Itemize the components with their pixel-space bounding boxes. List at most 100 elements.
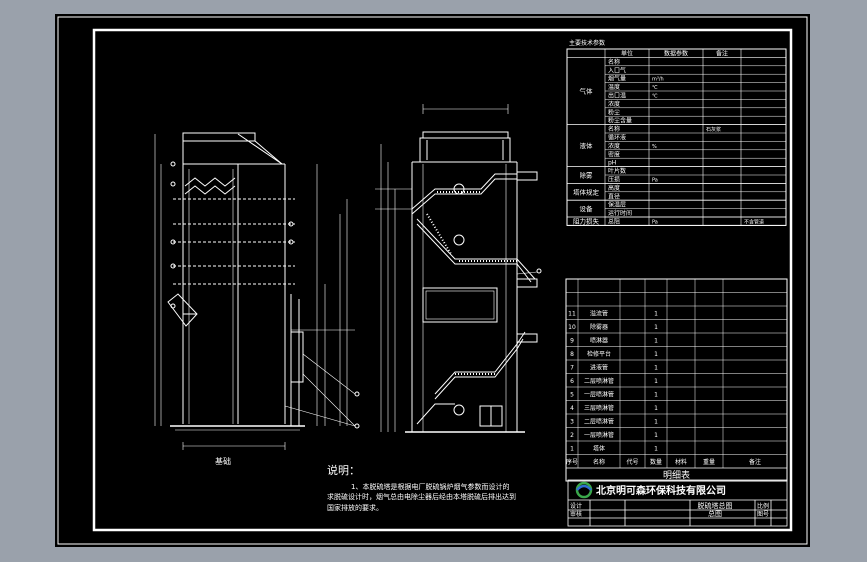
notes-line-2: 求脱硫设计时，烟气总由电除尘器后经由本塔脱硫后排出达到 [327, 492, 516, 501]
drawing-sheet: 基础 [55, 14, 810, 547]
parts-header-cell: 重量 [703, 458, 715, 466]
parts-cell-no: 8 [570, 351, 574, 358]
notes-line-3: 国家排放的要求。 [327, 503, 383, 512]
tb-dwg-no: 图号 [757, 511, 769, 518]
company-logo [575, 481, 593, 499]
tech-header-cell: 备注 [716, 50, 728, 58]
tech-param-name: 温度 [608, 83, 620, 91]
parts-cell-name: 二层喷淋管 [584, 418, 614, 426]
tech-param-unit: % [652, 144, 657, 150]
parts-cell-name: 塔体 [593, 445, 605, 453]
tech-param-name: 名称 [608, 125, 620, 133]
parts-cell-no: 9 [570, 338, 574, 345]
parts-cell-name: 二层喷淋管 [584, 377, 614, 385]
parts-cell-name: 喷淋器 [590, 337, 608, 345]
tech-param-name: 压损 [608, 176, 620, 184]
tech-header-cell: 单位 [621, 50, 633, 58]
parts-cell-qty: 1 [654, 351, 658, 358]
tech-group-label: 阻力损失 [573, 217, 600, 226]
tb-design: 设计 [570, 502, 582, 510]
tech-param-unit: ℃ [652, 94, 658, 100]
parts-cell-name: 除雾器 [590, 323, 608, 331]
tech-param-value: 石灰浆 [706, 126, 721, 133]
tech-group-label: 设备 [580, 204, 594, 213]
tech-param-name: 叶片数 [608, 167, 626, 175]
tech-param-name: 出口温 [608, 92, 626, 100]
tb-scale: 比例 [757, 502, 769, 510]
tech-header-cell: 数据参数 [664, 50, 688, 58]
tech-group-label: 除雾 [580, 171, 594, 180]
parts-cell-qty: 1 [654, 378, 658, 385]
tech-title: 主要技术参数 [569, 39, 605, 47]
tech-param-unit: Pa [652, 220, 658, 226]
company-name: 北京明可森环保科技有限公司 [596, 484, 726, 497]
tech-param-name: 入口气 [608, 66, 626, 74]
inner-border [92, 28, 793, 532]
parts-header-cell: 名称 [593, 458, 605, 466]
parts-cell-qty: 1 [654, 311, 658, 318]
parts-cell-no: 6 [570, 378, 574, 385]
parts-cell-name: 一层喷淋管 [584, 431, 614, 439]
tech-group-label: 液体 [580, 141, 594, 150]
parts-cell-no: 2 [570, 432, 574, 439]
left-elevation-view [154, 132, 360, 450]
parts-footer: 明细表 [663, 469, 690, 481]
parts-cell-name: 三层喷淋管 [584, 404, 614, 412]
parts-cell-qty: 1 [654, 338, 658, 345]
parts-cell-no: 7 [570, 365, 574, 372]
parts-cell-no: 5 [570, 392, 574, 399]
tech-param-name: 总阻 [608, 218, 620, 226]
parts-cell-no: 3 [570, 419, 574, 426]
parts-cell-qty: 1 [654, 405, 658, 412]
parts-cell-name: 溢流管 [590, 310, 608, 318]
title-block [567, 479, 788, 527]
project-name: 脱硫塔总图 [698, 501, 733, 510]
parts-header-cell: 序号 [566, 458, 578, 466]
tech-param-unit: ℃ [652, 85, 658, 91]
parts-cell-qty: 1 [654, 446, 658, 453]
tech-group-label: 气体 [580, 87, 594, 96]
tech-param-name: 高度 [608, 184, 620, 192]
parts-cell-qty: 1 [654, 432, 658, 439]
tb-review: 审核 [570, 510, 582, 518]
parts-cell-no: 10 [568, 324, 576, 331]
parts-cell-no: 4 [570, 405, 574, 412]
tech-param-name: pH [608, 160, 616, 167]
tech-param-name: 名称 [608, 58, 620, 66]
tech-param-name: 浓度 [608, 142, 620, 150]
parts-cell-name: 一层喷淋管 [584, 391, 614, 399]
base-label: 基础 [215, 456, 231, 466]
tech-param-name: 粉尘含量 [608, 117, 632, 125]
tech-param-name: 运行时间 [608, 209, 632, 217]
tech-param-name: 粉尘 [608, 108, 620, 116]
drawing-svg: 基础 [57, 16, 808, 545]
tech-param-name: 保温层 [608, 201, 626, 209]
tech-param-name: 直径 [608, 192, 620, 200]
tech-param-name: 密度 [608, 150, 620, 158]
drawing-name: 总图 [708, 509, 722, 518]
parts-header-cell: 数量 [650, 458, 662, 466]
parts-cell-qty: 1 [654, 392, 658, 399]
tech-param-unit: Pa [652, 178, 658, 184]
tech-param-note: 不含管道 [744, 219, 764, 226]
notes-heading: 说明： [327, 463, 360, 477]
parts-cell-qty: 1 [654, 324, 658, 331]
tech-param-unit: m³/h [652, 77, 664, 83]
parts-header-cell: 材料 [675, 458, 687, 466]
tech-param-name: 浓度 [608, 100, 620, 108]
tech-param-name: 循环液 [608, 134, 626, 142]
tech-param-name: 烟气量 [608, 75, 626, 83]
parts-cell-name: 进液管 [590, 364, 608, 372]
outer-border [57, 16, 808, 545]
parts-cell-qty: 1 [654, 365, 658, 372]
parts-header-cell: 备注 [749, 458, 761, 466]
notes-line-1: 1、本脱硫塔是根据电厂脱硫锅炉烟气参数而设计的 [351, 482, 509, 491]
parts-cell-no: 1 [570, 446, 574, 453]
parts-cell-qty: 1 [654, 419, 658, 426]
right-elevation-view [375, 104, 542, 433]
parts-cell-name: 检修平台 [587, 350, 611, 358]
parts-header-cell: 代号 [626, 458, 638, 466]
parts-list-table: 1 1 溢流管 1 10 除雾器 1 9 喷淋器 1 8 检修平台 1 7 进液管 1 6 二层喷淋管 1 5 一层喷淋… [565, 278, 788, 482]
